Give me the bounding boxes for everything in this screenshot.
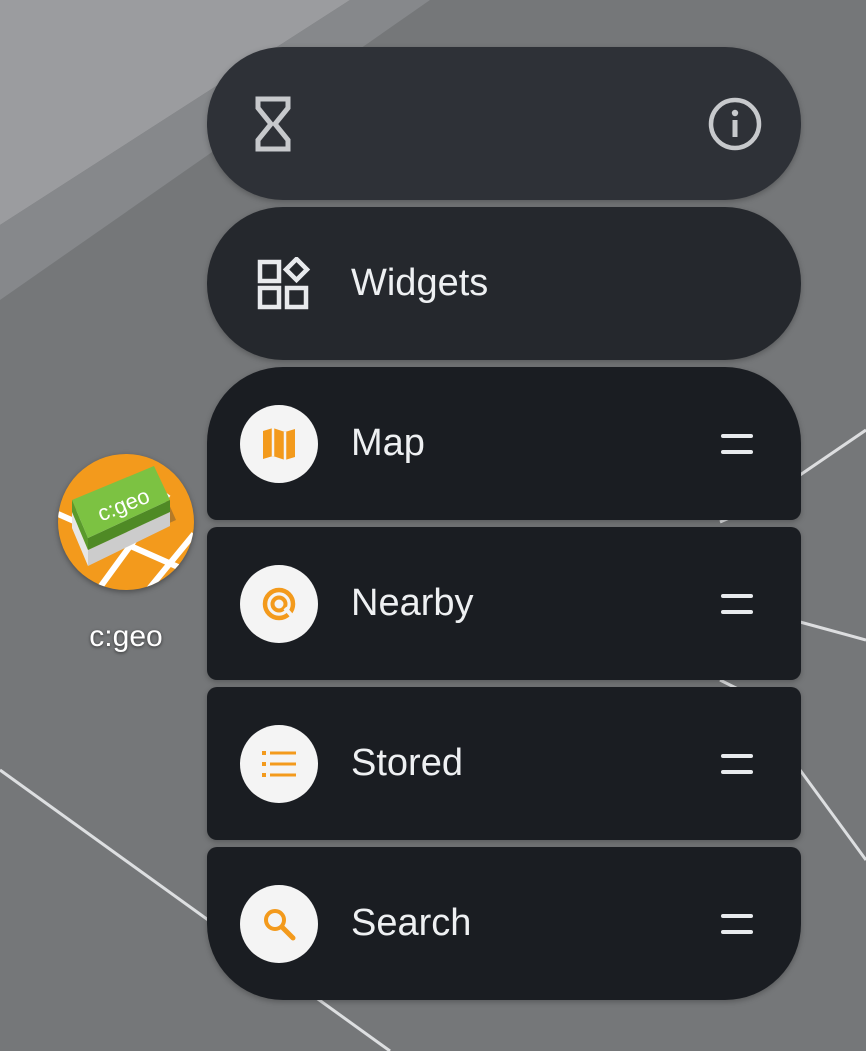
cgeo-logo-icon: c:geo [58, 466, 194, 590]
search-icon [264, 908, 296, 940]
info-icon[interactable] [707, 96, 763, 152]
map-icon-circle [240, 404, 318, 483]
shortcut-search[interactable]: Search [207, 847, 801, 1000]
nearby-icon-circle [240, 564, 318, 643]
shortcut-stored-label: Stored [351, 742, 463, 784]
popup-header [207, 47, 801, 200]
drag-handle-icon[interactable] [721, 593, 753, 614]
list-icon-circle [240, 724, 318, 803]
cgeo-app-icon[interactable]: c:geo [58, 454, 194, 590]
search-icon-circle [240, 884, 318, 963]
shortcut-nearby-label: Nearby [351, 582, 474, 624]
map-icon [263, 427, 295, 460]
list-icon [262, 750, 296, 777]
nearby-icon [262, 587, 296, 620]
shortcut-map[interactable]: Map [207, 367, 801, 520]
shortcut-map-label: Map [351, 422, 425, 464]
drag-handle-icon[interactable] [721, 913, 753, 934]
widgets-label: Widgets [351, 262, 489, 304]
shortcut-stored[interactable]: Stored [207, 687, 801, 840]
app-label: c:geo [89, 620, 163, 653]
drag-handle-icon[interactable] [721, 433, 753, 454]
hourglass-icon[interactable] [255, 96, 291, 152]
drag-handle-icon[interactable] [721, 753, 753, 774]
widgets-icon [257, 256, 311, 311]
shortcut-nearby[interactable]: Nearby [207, 527, 801, 680]
shortcut-search-label: Search [351, 902, 472, 944]
widgets-button[interactable]: Widgets [207, 207, 801, 360]
